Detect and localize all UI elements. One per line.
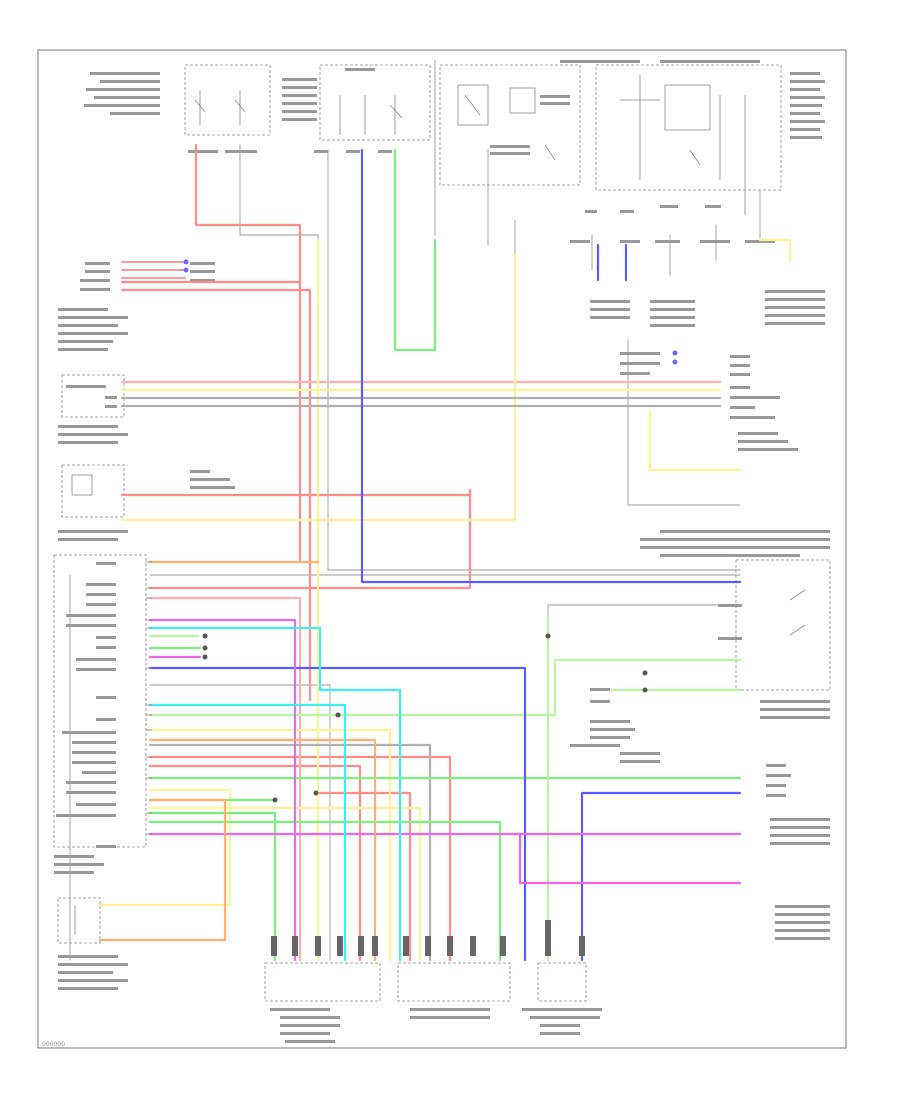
solenoid-valve	[58, 464, 235, 541]
right-relay-module	[640, 530, 831, 719]
connector-terminals	[183, 259, 678, 803]
fuse-block-left	[184, 64, 271, 136]
right-lower-labels	[570, 688, 830, 940]
actuator-right	[522, 962, 602, 1035]
fuse-block-center	[319, 64, 431, 141]
relay-box-center-labels	[490, 95, 570, 155]
actuator-left	[264, 962, 381, 1043]
bottom-left-switch	[57, 897, 128, 990]
left-top-labels	[58, 262, 215, 351]
control-unit-pin-ticks	[146, 561, 152, 835]
relay-box-right	[595, 64, 782, 215]
relay-box-center	[439, 64, 581, 186]
actuator-center	[397, 962, 511, 1019]
diagram-border	[37, 49, 847, 1049]
actuator-pins	[271, 920, 585, 956]
fuse-block-center-labels	[282, 68, 392, 153]
right-connector-labels	[570, 205, 825, 327]
pressure-sensor	[58, 374, 128, 444]
control-unit	[53, 554, 147, 874]
wire-harness	[69, 59, 792, 962]
relay-box-right-labels	[560, 60, 825, 139]
fuse-block-left-labels	[84, 72, 257, 153]
right-mid-labels	[620, 352, 798, 451]
footer-code: 000000	[42, 1041, 65, 1048]
